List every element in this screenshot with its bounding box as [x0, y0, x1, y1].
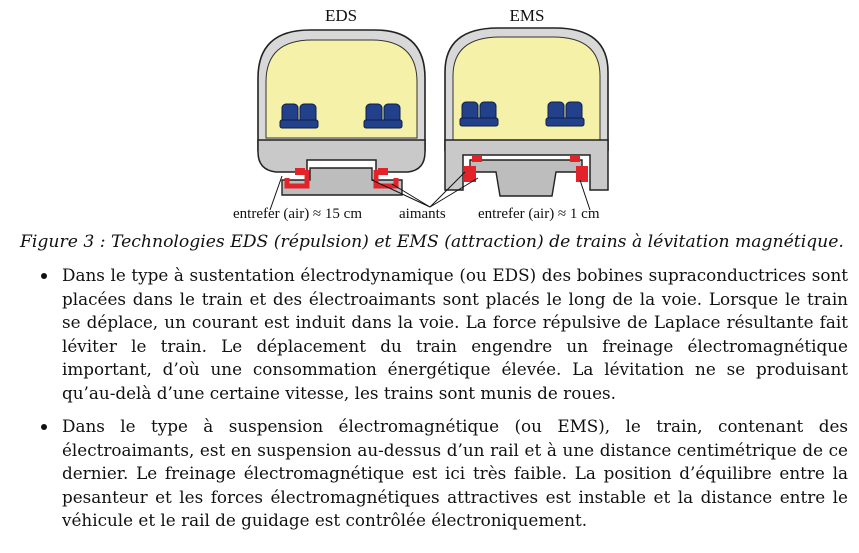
- ems-train: [444, 27, 609, 211]
- ems-gap-label: entrefer (air) ≈ 1 cm: [478, 206, 600, 222]
- list-item: Dans le type à suspension électromagnéti…: [22, 415, 848, 533]
- figure-caption: Figure 3 : Technologies EDS (répulsion) …: [20, 232, 844, 252]
- eds-title: EDS: [325, 6, 357, 25]
- ems-seats-icon: [459, 101, 585, 127]
- ems-magnets-icon: [464, 156, 588, 182]
- bullet-icon: [41, 273, 47, 279]
- bullet-text-eds: Dans le type à sustentation électrodynam…: [62, 265, 848, 403]
- magnets-leader-lines: [371, 171, 479, 208]
- bullet-list: Dans le type à sustentation électrodynam…: [22, 264, 848, 543]
- ems-title: EMS: [510, 6, 545, 25]
- list-item: Dans le type à sustentation électrodynam…: [22, 264, 848, 405]
- maglev-diagram: EDS EMS entrefer (air) ≈ 15 cm aimants e…: [233, 6, 609, 222]
- magnets-label: aimants: [399, 206, 446, 222]
- eds-train: [257, 29, 426, 211]
- eds-gap-label: entrefer (air) ≈ 15 cm: [233, 206, 362, 222]
- bullet-text-ems: Dans le type à suspension électromagnéti…: [62, 416, 848, 530]
- eds-seats-icon: [279, 103, 403, 129]
- bullet-icon: [41, 424, 47, 430]
- maglev-figure: EDS EMS entrefer (air) ≈ 15 cm aimants e…: [0, 0, 859, 228]
